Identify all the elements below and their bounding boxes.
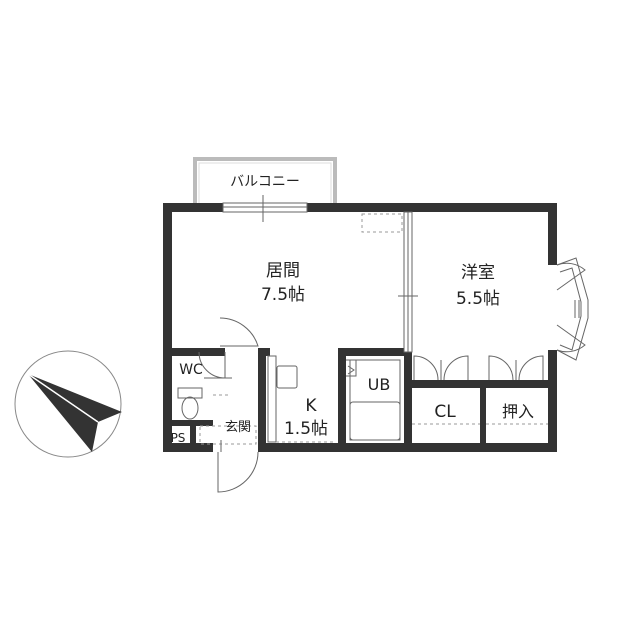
ps-label: PS bbox=[171, 431, 186, 445]
western-name: 洋室 bbox=[461, 263, 495, 283]
entrance-doors bbox=[199, 317, 259, 493]
wc-label: WC bbox=[179, 362, 203, 378]
closet-doors bbox=[412, 355, 548, 425]
unit-bath-label: UB bbox=[368, 375, 391, 394]
kitchen-fixtures bbox=[267, 355, 336, 443]
sliding-door-living bbox=[398, 211, 418, 353]
balcony-window bbox=[222, 195, 308, 222]
balcony-label: バルコニー bbox=[230, 174, 300, 190]
north-arrow-icon bbox=[28, 374, 122, 452]
western-size: 5.5帖 bbox=[456, 289, 500, 309]
oshiire-label: 押入 bbox=[502, 402, 534, 421]
compass bbox=[14, 350, 122, 458]
wc-fixtures bbox=[177, 351, 232, 420]
living-storage-dashed bbox=[361, 213, 403, 233]
outer-walls bbox=[163, 203, 557, 452]
interior-walls bbox=[163, 203, 556, 452]
kitchen-name: K bbox=[305, 396, 317, 416]
closet-label: CL bbox=[434, 402, 456, 422]
balcony bbox=[193, 157, 337, 208]
unit-bath bbox=[346, 359, 401, 441]
labels: バルコニー 居間 7.5帖 洋室 5.5帖 WC 玄関 PS K 1.5帖 UB… bbox=[171, 174, 534, 445]
kitchen-size: 1.5帖 bbox=[284, 419, 328, 439]
living-size: 7.5帖 bbox=[261, 285, 305, 305]
entrance-label: 玄関 bbox=[225, 420, 251, 435]
living-name: 居間 bbox=[266, 261, 300, 281]
bay-window bbox=[548, 257, 589, 361]
